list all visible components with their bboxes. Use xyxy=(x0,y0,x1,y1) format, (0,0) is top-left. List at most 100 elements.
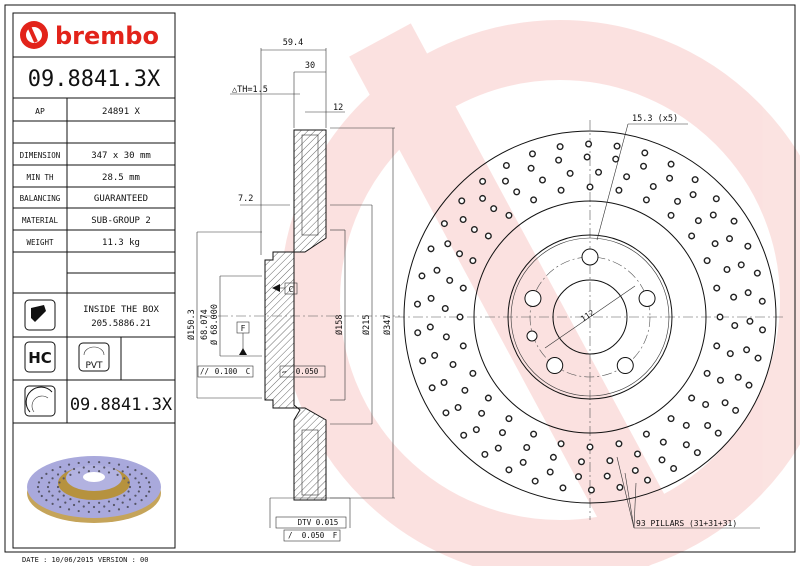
drill-hole xyxy=(670,464,678,472)
iso-drill-dot xyxy=(148,485,152,489)
iso-drill-dot xyxy=(56,498,60,501)
drill-hole xyxy=(505,466,513,474)
iso-drill-dot xyxy=(117,508,121,511)
drill-hole xyxy=(502,162,510,170)
drill-hole xyxy=(454,404,462,412)
drill-hole xyxy=(634,450,642,458)
drill-hole xyxy=(745,381,753,389)
drill-hole xyxy=(666,174,674,182)
drill-hole xyxy=(703,369,711,377)
drill-hole xyxy=(612,155,620,163)
drill-hole xyxy=(732,406,740,414)
iso-drill-dot xyxy=(67,463,71,466)
drill-hole xyxy=(703,257,711,265)
iso-drill-dot xyxy=(145,494,148,498)
iso-drill-dot xyxy=(107,500,111,503)
tolerance-parallelism: // 0.100 C xyxy=(197,365,254,378)
drill-hole xyxy=(557,186,565,194)
drill-hole xyxy=(413,300,421,308)
dim-7-2: 7.2 xyxy=(238,194,253,204)
drill-hole xyxy=(667,211,675,219)
drill-hole xyxy=(427,294,435,302)
drill-hole xyxy=(440,379,448,387)
front-view: 112 15.3 (x5) 93 PILLARS (31+31+31) xyxy=(395,114,785,529)
iso-drill-dot xyxy=(77,471,81,474)
drill-hole xyxy=(433,266,441,274)
iso-drill-dot xyxy=(58,490,61,493)
drill-hole xyxy=(730,293,738,301)
bolt-holes xyxy=(524,248,656,375)
drill-hole xyxy=(744,242,752,250)
iso-drill-dot xyxy=(51,494,54,497)
drill-hole xyxy=(694,217,702,225)
drill-hole xyxy=(616,483,624,491)
drill-hole xyxy=(759,326,767,334)
inside-box-label: INSIDE THE BOX xyxy=(83,305,159,315)
drill-hole xyxy=(688,232,696,240)
iso-drill-dot xyxy=(59,505,62,509)
drill-hole xyxy=(642,430,650,438)
part-number-secondary: 09.8841.3X xyxy=(70,395,173,415)
drill-hole xyxy=(754,354,762,362)
iso-drill-dot xyxy=(108,509,111,513)
drill-hole xyxy=(528,150,536,158)
drill-hole xyxy=(644,476,652,484)
drill-hole xyxy=(481,450,489,458)
spec-label: MATERIAL xyxy=(22,216,59,225)
drill-hole xyxy=(606,457,614,465)
drill-hole xyxy=(689,191,697,199)
drill-hole xyxy=(615,186,623,194)
iso-drill-dot xyxy=(147,481,151,484)
iso-drill-dot xyxy=(116,497,119,501)
iso-drill-dot xyxy=(56,485,60,489)
iso-drill-dot xyxy=(69,497,72,501)
spec-label: MIN TH xyxy=(26,173,54,182)
drill-hole xyxy=(459,342,467,350)
drill-hole xyxy=(449,361,457,369)
iso-drill-dot xyxy=(98,461,101,464)
drill-hole xyxy=(546,468,554,476)
iso-drill-dot xyxy=(134,502,137,505)
drill-hole xyxy=(726,350,734,358)
iso-drill-dot xyxy=(64,501,67,504)
iso-drill-dot xyxy=(128,485,132,489)
spec-panel: brembo 09.8841.3X AP 24891 X DIMENSION 3… xyxy=(12,12,176,564)
iso-drill-dot xyxy=(51,477,54,480)
hc-badge: HC xyxy=(24,341,56,373)
dim-d158: Ø158 xyxy=(334,315,345,335)
drill-hole xyxy=(723,265,731,273)
iso-drill-dot xyxy=(126,465,129,469)
drill-hole xyxy=(721,399,729,407)
drill-hole xyxy=(414,329,422,337)
drill-hole xyxy=(744,289,752,297)
drill-hole xyxy=(469,369,477,377)
spec-value: 28.5 mm xyxy=(102,173,140,183)
spec-value: 11.3 kg xyxy=(102,238,140,248)
spec-value: GUARANTEED xyxy=(94,194,148,204)
iso-drill-dot xyxy=(45,499,48,502)
drill-hole xyxy=(691,176,699,184)
iso-drill-dot xyxy=(58,481,61,484)
drill-hole xyxy=(456,313,464,321)
iso-drill-dot xyxy=(87,501,90,504)
drill-hole xyxy=(711,240,719,248)
disc-caliper-icon xyxy=(24,385,56,417)
drill-hole xyxy=(693,449,701,457)
iso-drill-dot xyxy=(98,501,101,504)
drill-hole xyxy=(472,426,480,434)
drill-hole xyxy=(531,477,539,485)
iso-drill-dot xyxy=(103,466,106,469)
iso-drill-dot xyxy=(147,490,151,493)
drill-hole xyxy=(667,160,675,168)
drill-hole xyxy=(460,431,468,439)
drill-hole xyxy=(583,153,591,161)
iso-drill-dot xyxy=(37,490,41,493)
drill-hole xyxy=(444,240,452,248)
drill-hole xyxy=(557,440,565,448)
drill-hole xyxy=(734,373,742,381)
drill-hole xyxy=(659,438,667,446)
inside-box-code: 205.5886.21 xyxy=(91,319,151,329)
drill-hole xyxy=(713,284,721,292)
spec-label: WEIGHT xyxy=(26,238,54,247)
